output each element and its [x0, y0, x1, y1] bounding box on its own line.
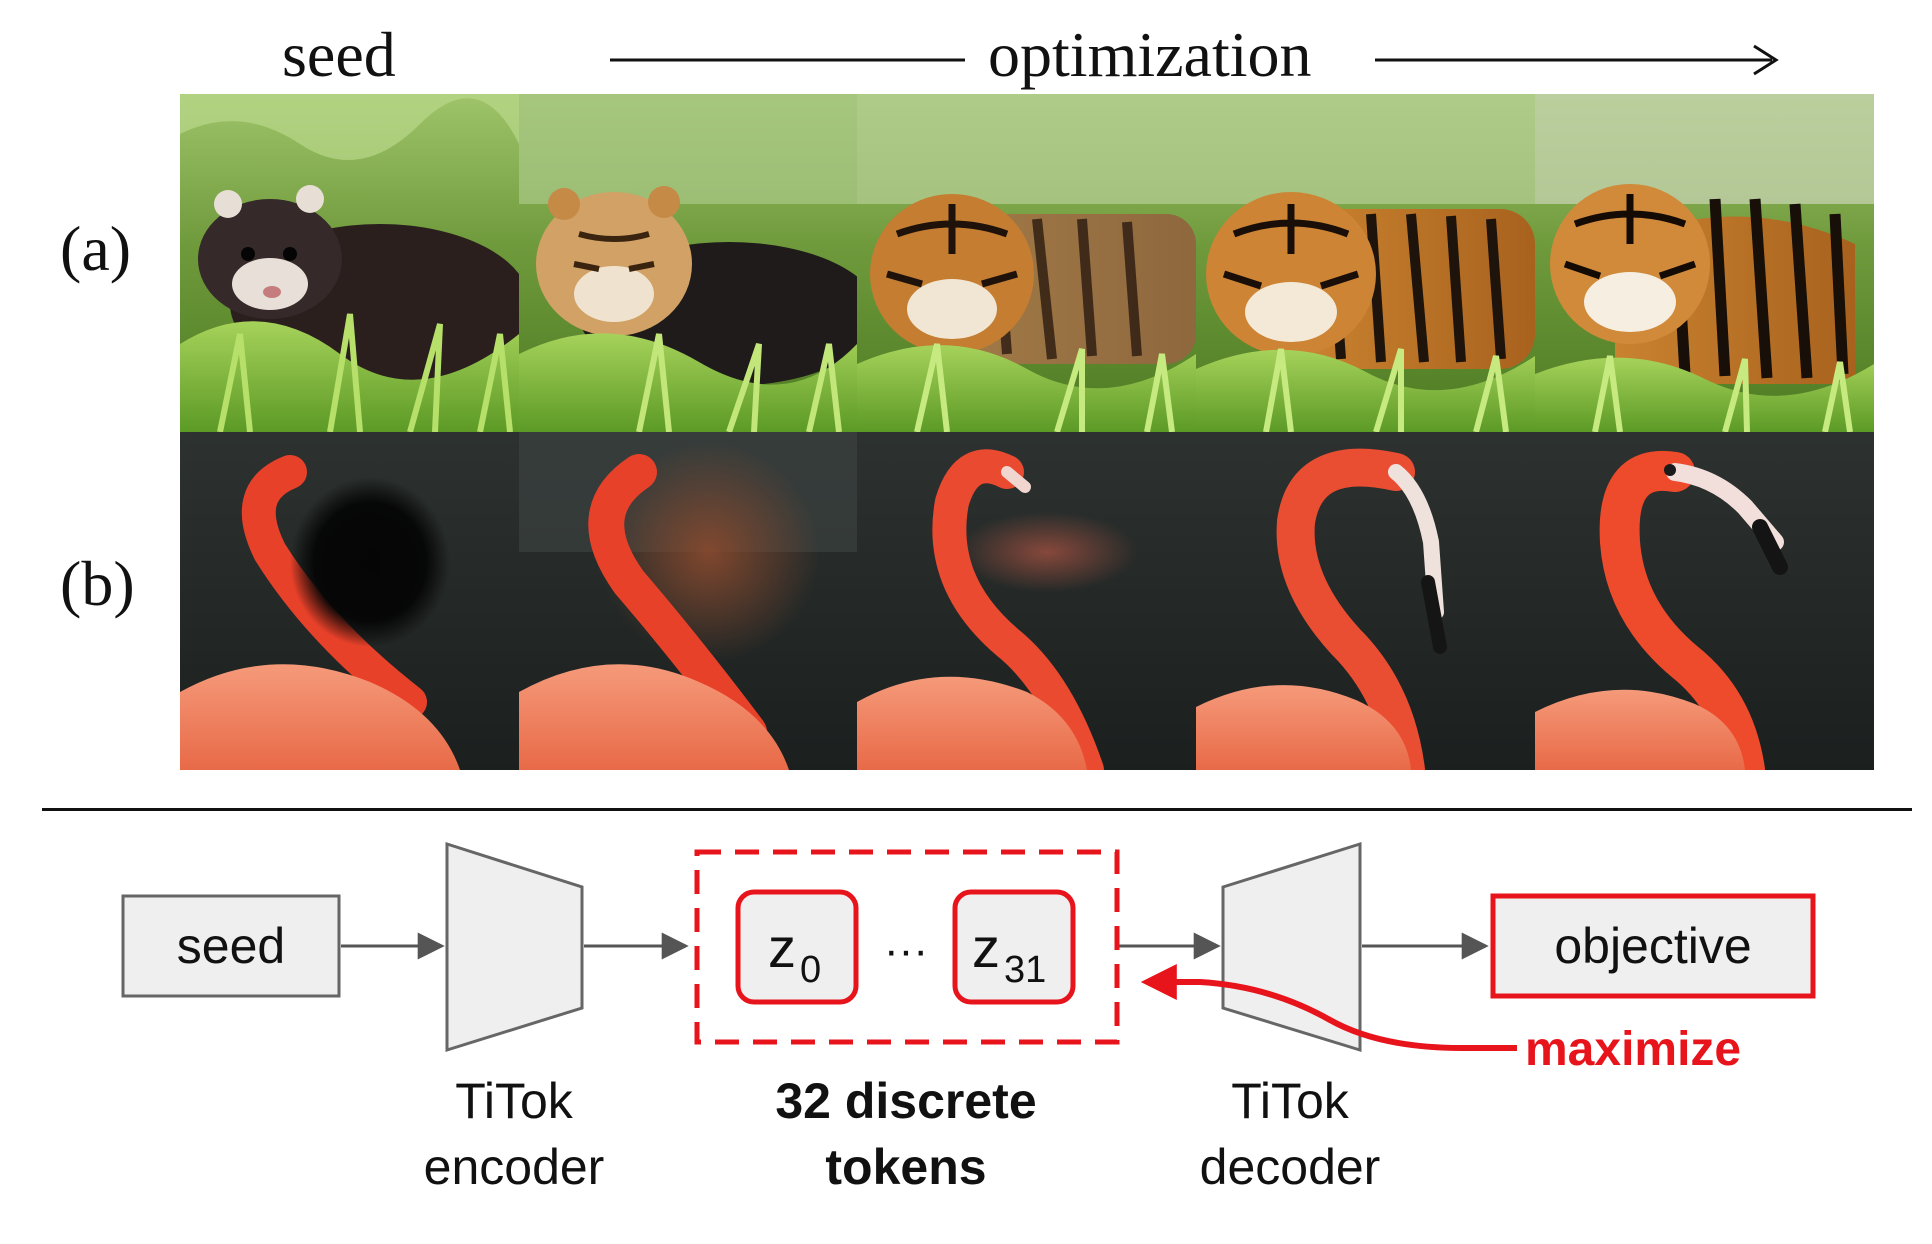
token-container — [694, 849, 1120, 1045]
image-a-1 — [519, 94, 879, 433]
image-a-3 — [1196, 94, 1535, 433]
header-seed-label: seed — [282, 19, 396, 90]
decoder-label-line1: TiTok — [1231, 1073, 1350, 1129]
header-optimization-label: optimization — [988, 19, 1312, 90]
seed-box — [121, 894, 341, 998]
row-label-a: (a) — [60, 213, 132, 284]
row-b-images — [180, 432, 1874, 770]
pipeline-diagram: seed TiTok encoder z 0 ··· z 31 32 discr… — [121, 841, 1816, 1195]
token-z0-subscript: 0 — [800, 949, 821, 991]
image-b-0 — [180, 432, 519, 770]
row-label-b: (b) — [60, 548, 135, 619]
image-a-4 — [1535, 94, 1874, 433]
maximize-arrow — [1140, 964, 1517, 1051]
token-ellipsis: ··· — [884, 926, 928, 975]
section-divider — [42, 808, 1912, 811]
image-a-0 — [180, 94, 530, 433]
image-b-2 — [857, 432, 1196, 770]
image-grid — [180, 94, 1874, 770]
token-z0-box — [735, 889, 859, 1005]
decoder-shape — [1221, 841, 1362, 1053]
image-a-2 — [857, 94, 1196, 433]
encoder-label-line1: TiTok — [455, 1073, 574, 1129]
arrowhead-icon — [1753, 44, 1779, 76]
encoder-shape — [445, 841, 584, 1053]
image-b-4 — [1535, 432, 1874, 770]
objective-box — [1490, 893, 1816, 999]
token-z31-box — [952, 889, 1076, 1005]
token-z31-label: z — [972, 916, 1000, 979]
image-b-1 — [519, 432, 857, 770]
image-b-3 — [1196, 432, 1535, 770]
row-a-images — [180, 94, 1874, 433]
token-z0-label: z — [768, 916, 796, 979]
encoder-label-line2: encoder — [424, 1139, 605, 1195]
seed-box-label: seed — [177, 918, 285, 974]
optimization-arrow — [610, 44, 1779, 76]
decoder-label-line2: decoder — [1200, 1139, 1381, 1195]
token-z31-subscript: 31 — [1004, 949, 1046, 991]
tokens-label-line1: 32 discrete — [775, 1073, 1036, 1129]
objective-box-label: objective — [1554, 918, 1751, 974]
maximize-label: maximize — [1525, 1023, 1741, 1076]
tokens-label-line2: tokens — [825, 1139, 986, 1195]
